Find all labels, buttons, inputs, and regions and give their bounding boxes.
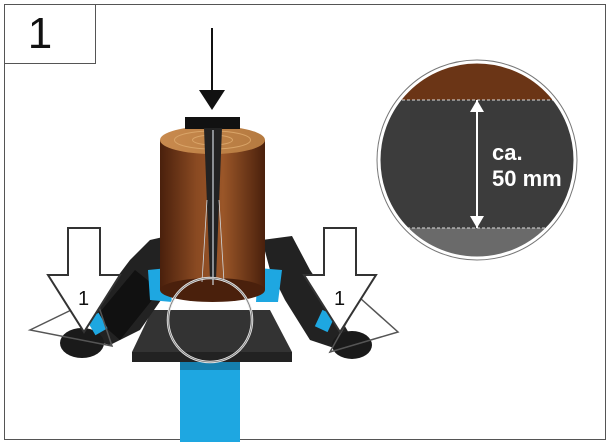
zoom-label-ca: ca. bbox=[492, 140, 523, 165]
zoom-label-distance: 50 mm bbox=[492, 166, 562, 191]
diagram-frame bbox=[4, 4, 606, 440]
step-number: 1 bbox=[27, 9, 53, 58]
base-plate bbox=[132, 310, 292, 352]
left-hand bbox=[60, 328, 104, 358]
right-down-arrow bbox=[302, 227, 378, 334]
support-column bbox=[180, 360, 240, 442]
left-down-arrow bbox=[46, 227, 122, 334]
left-control-triangle bbox=[27, 296, 114, 347]
top-press-arrow bbox=[199, 90, 225, 110]
right-arrow-number: 1 bbox=[334, 288, 345, 310]
splitting-wedge-top bbox=[185, 117, 240, 129]
step-number-box: 1 bbox=[4, 4, 96, 64]
left-arrow-number: 1 bbox=[78, 288, 89, 310]
zoom-detail: ca. 50 mm bbox=[379, 62, 575, 258]
